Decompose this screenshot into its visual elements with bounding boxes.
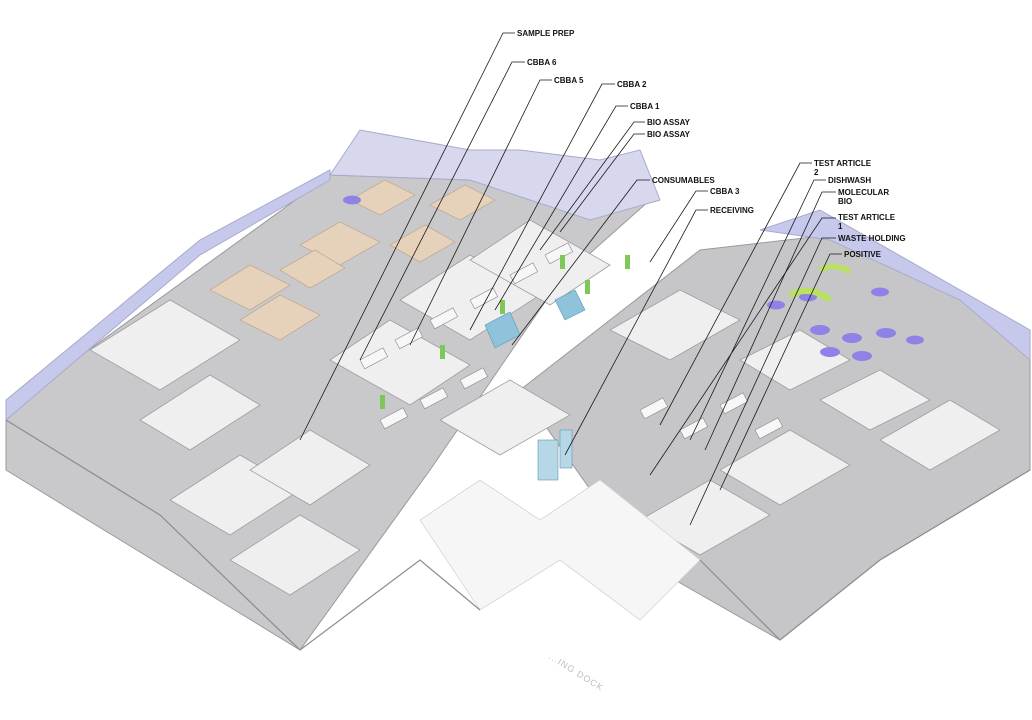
top-glazing bbox=[329, 129, 661, 221]
label-cbba-3: CBBA 3 bbox=[710, 187, 740, 196]
lab-benches bbox=[359, 242, 784, 440]
label-cbba-1: CBBA 1 bbox=[630, 102, 660, 111]
right-glazing bbox=[759, 209, 1031, 362]
label-test-article-2-number: 2 bbox=[814, 168, 819, 177]
label-positive: POSITIVE bbox=[844, 250, 882, 259]
leader-receiving bbox=[564, 209, 708, 456]
office-furniture bbox=[209, 179, 496, 341]
outer-walls bbox=[5, 419, 1031, 651]
loading-dock-label: ...ING DOCK bbox=[547, 651, 606, 693]
leader-consumables bbox=[511, 179, 650, 346]
label-test-article-1: TEST ARTICLE bbox=[838, 213, 896, 222]
leader-test-article-1 bbox=[649, 217, 836, 476]
leader-cbba-3 bbox=[649, 190, 708, 263]
label-receiving: RECEIVING bbox=[710, 206, 754, 215]
leader-bio-assay-b bbox=[559, 133, 645, 233]
label-molecular-bio: MOLECULAR bbox=[838, 188, 889, 197]
label-waste-holding: WASTE HOLDING bbox=[838, 234, 906, 243]
label-cbba-6: CBBA 6 bbox=[527, 58, 557, 67]
leader-bio-assay-a bbox=[539, 121, 645, 251]
leader-cbba-5 bbox=[409, 79, 552, 346]
leader-positive bbox=[719, 253, 842, 491]
right-wing-rooms bbox=[609, 289, 1001, 556]
leader-molecular-bio bbox=[704, 191, 836, 451]
label-cbba-5: CBBA 5 bbox=[554, 76, 584, 85]
leader-waste-holding bbox=[689, 237, 836, 526]
room-labels: SAMPLE PREP CBBA 6 CBBA 5 CBBA 2 CBBA 1 … bbox=[517, 29, 906, 259]
leader-lines bbox=[299, 32, 842, 526]
green-panels bbox=[380, 255, 630, 409]
label-molecular-bio-line2: BIO bbox=[838, 197, 852, 206]
leader-test-article-2 bbox=[659, 162, 812, 426]
label-bio-assay-b: BIO ASSAY bbox=[647, 130, 691, 139]
blue-hoods bbox=[484, 289, 586, 481]
leader-cbba-2 bbox=[469, 83, 615, 331]
label-sample-prep: SAMPLE PREP bbox=[517, 29, 575, 38]
label-consumables: CONSUMABLES bbox=[652, 176, 715, 185]
label-cbba-2: CBBA 2 bbox=[617, 80, 647, 89]
cafe-area bbox=[343, 195, 924, 361]
label-dishwash: DISHWASH bbox=[828, 176, 871, 185]
label-bio-assay-a: BIO ASSAY bbox=[647, 118, 691, 127]
leader-sample-prep bbox=[299, 32, 515, 441]
label-test-article-1-number: 1 bbox=[838, 222, 843, 231]
label-test-article-2: TEST ARTICLE bbox=[814, 159, 872, 168]
leader-cbba-6 bbox=[359, 61, 525, 361]
leader-cbba-1 bbox=[494, 105, 628, 311]
